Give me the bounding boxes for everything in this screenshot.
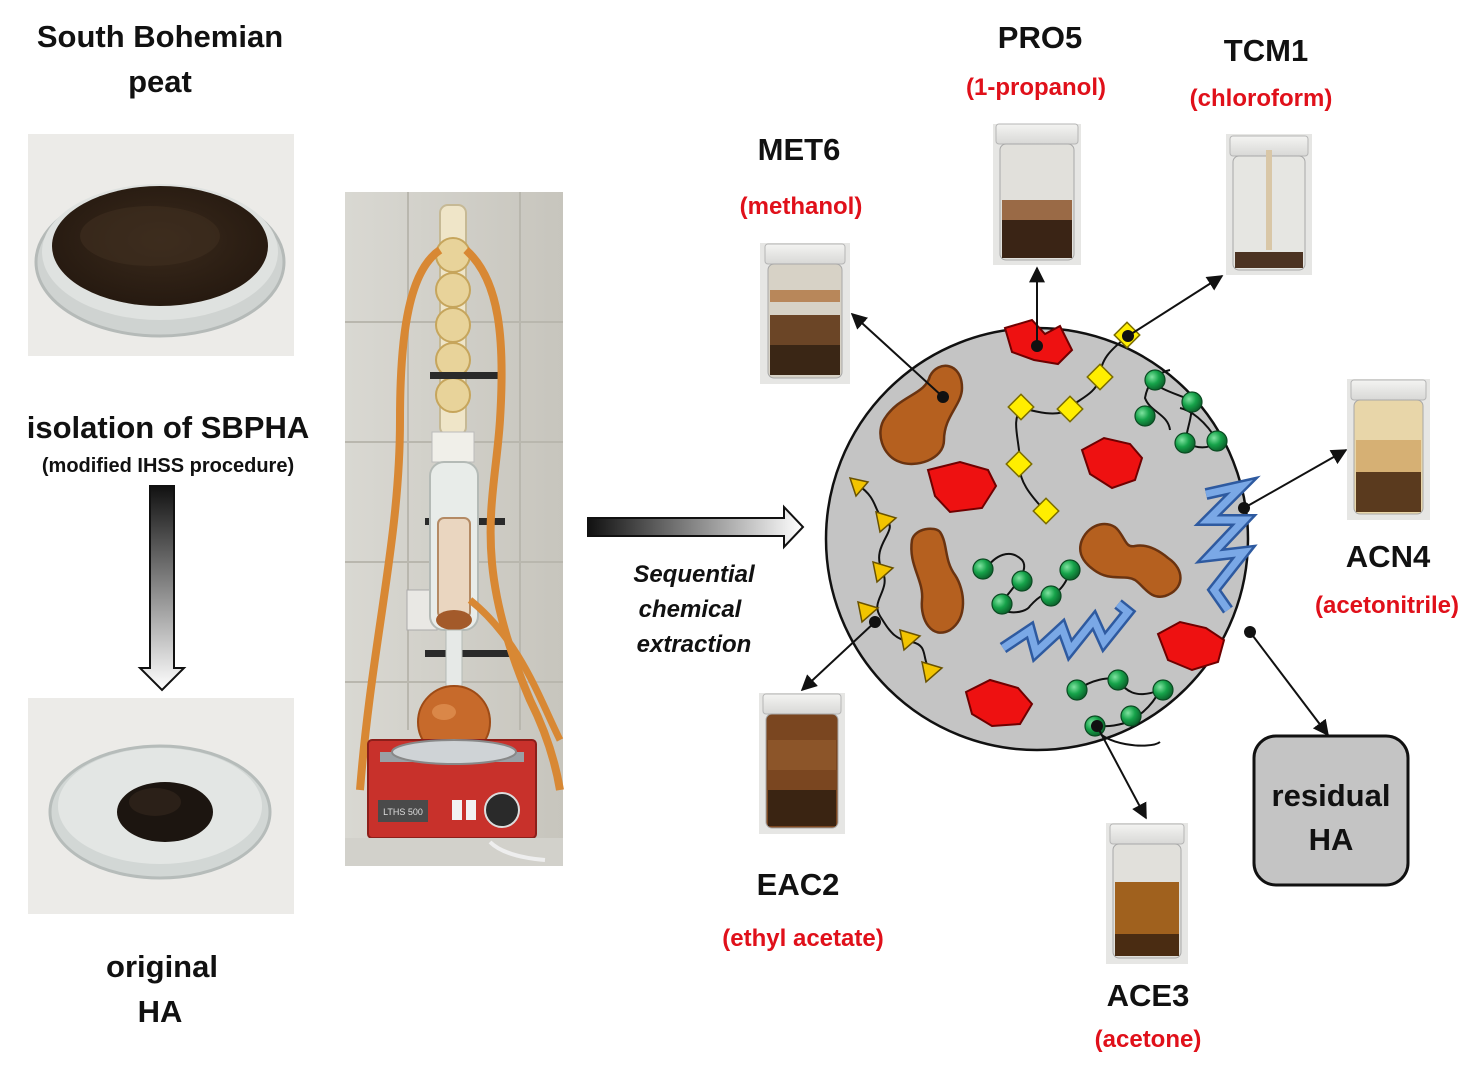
fraction-solvent-acn4: (acetonitrile): [1315, 592, 1459, 619]
jar-met6: [760, 243, 850, 384]
fraction-solvent-eac2: (ethyl acetate): [722, 925, 883, 952]
extraction-label-line2: chemical: [639, 596, 743, 623]
original-ha-line2: HA: [138, 994, 183, 1029]
isolation-subtitle: (modified IHSS procedure): [42, 455, 294, 477]
fraction-arrows: [800, 266, 1348, 820]
humic-acid-supramolecular-model: [824, 318, 1261, 752]
soxhlet-apparatus-photo: LTHS 500: [345, 192, 564, 866]
fraction-code-eac2: EAC2: [757, 867, 840, 902]
original-ha-line1: original: [106, 949, 218, 984]
fraction-code-met6: MET6: [758, 132, 841, 167]
residual-line1: residual: [1272, 778, 1391, 813]
fraction-solvent-tcm1: (chloroform): [1190, 85, 1333, 112]
original-ha-petri-dish-photo: [28, 698, 294, 914]
isolation-title: isolation of SBPHA: [27, 410, 309, 445]
peat-title-line2: peat: [128, 64, 192, 99]
extraction-label-line1: Sequential: [633, 561, 756, 588]
jar-tcm1: [1226, 134, 1312, 275]
jar-acn4: [1347, 379, 1430, 520]
jar-ace3: [1106, 823, 1188, 964]
peat-petri-dish-photo: [28, 134, 294, 356]
fraction-code-acn4: ACN4: [1346, 539, 1431, 574]
residual-line2: HA: [1309, 822, 1354, 857]
fraction-solvent-pro5: (1-propanol): [966, 74, 1106, 101]
fraction-solvent-met6: (methanol): [740, 193, 863, 220]
jar-eac2: [759, 693, 845, 834]
isolation-down-arrow: [137, 485, 187, 692]
fraction-solvent-ace3: (acetone): [1095, 1026, 1202, 1053]
fraction-code-ace3: ACE3: [1107, 978, 1190, 1013]
fraction-code-pro5: PRO5: [998, 20, 1082, 55]
fraction-code-tcm1: TCM1: [1224, 33, 1308, 68]
jar-pro5: [993, 123, 1081, 265]
sequential-extraction-arrow: [587, 504, 805, 550]
peat-title-line1: South Bohemian: [37, 19, 283, 54]
residual-ha-box: residual HA: [1252, 734, 1410, 887]
extraction-label-line3: extraction: [637, 631, 752, 658]
heater-model-label: LTHS 500: [383, 807, 423, 817]
